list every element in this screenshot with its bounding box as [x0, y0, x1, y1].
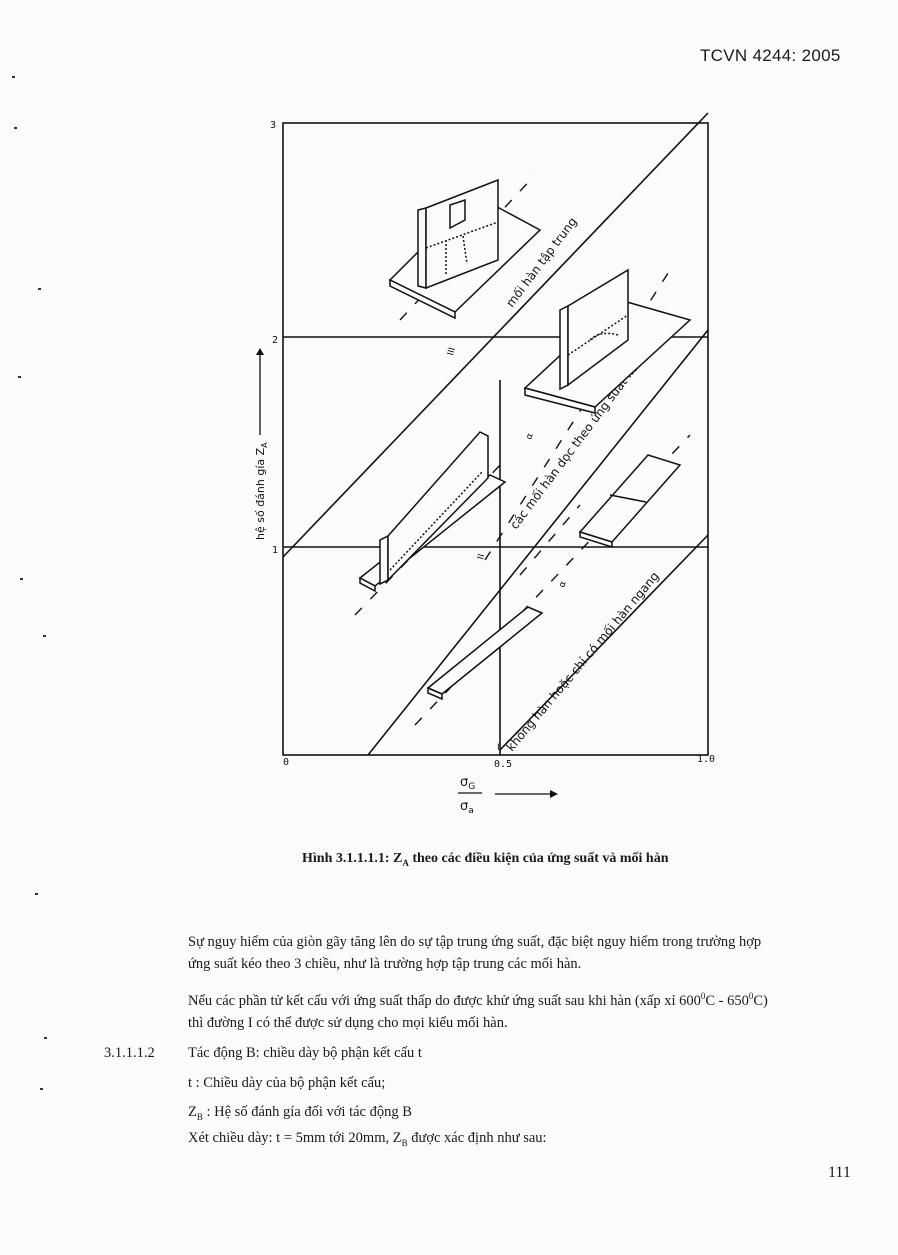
page-number: 111 [828, 1164, 851, 1181]
scan-speck [38, 288, 41, 290]
y-tick-2: 2 [272, 335, 278, 346]
document-header: TCVN 4244: 2005 [700, 46, 841, 65]
alpha-low: α [557, 580, 568, 589]
line-i [499, 534, 709, 751]
scan-speck [43, 635, 46, 637]
paragraph-2: Nếu các phần tử kết cấu với ứng suất thấ… [188, 985, 858, 1034]
line-iii [282, 112, 709, 558]
x-tick-05: 0.5 [494, 759, 512, 770]
scan-speck [35, 893, 38, 895]
scan-speck [20, 578, 23, 580]
paragraph-1-line-1: Sự nguy hiểm của giòn gãy tăng lên do sự… [188, 934, 762, 950]
section-number: 3.1.1.1.2 [104, 1045, 155, 1061]
svg-text:σa: σa [460, 799, 474, 816]
scan-speck [18, 376, 21, 378]
roman-i: I [497, 743, 500, 753]
paragraph-1: Sự nguy hiểm của giòn gãy tăng lên do sự… [188, 931, 858, 975]
y-tick-0: 0 [283, 757, 289, 768]
x-label-numerator-sub: G [468, 782, 475, 792]
scan-speck [12, 76, 15, 78]
section-title: Tác động B: chiều dày bộ phận kết cấu t [188, 1045, 422, 1061]
plot-frame [282, 122, 709, 756]
thickness-line: Xét chiều dày: t = 5mm tới 20mm, ZB được… [188, 1130, 547, 1148]
caption-sub: A [402, 857, 409, 868]
roman-ii: II [476, 553, 487, 561]
specimen-cruciform [388, 178, 542, 320]
roman-iii: III [446, 346, 458, 356]
specimen-longitudinal [358, 431, 507, 593]
svg-text:hệ số đánh gía ZA: hệ số đánh gía ZA [254, 442, 269, 540]
paragraph-1-line-2: ứng suất kéo theo 3 chiều, như là trường… [188, 956, 582, 972]
caption-rest: theo các điều kiện của ứng suất và mối h… [408, 851, 669, 866]
x-label-denominator: σ [460, 799, 468, 814]
x-label-numerator: σ [460, 775, 468, 790]
paragraph-2-line-1: Nếu các phần tử kết cấu với ứng suất thấ… [188, 991, 768, 1009]
scan-speck [40, 1088, 43, 1090]
y-axis-label: hệ số đánh gía Z [254, 447, 267, 540]
definition-t: t : Chiều dày của bộ phận kết cấu; [188, 1075, 386, 1091]
figure-za-diagram: 3 2 1 0 0.5 1.0 hệ số đánh gía ZA σG σa … [254, 112, 715, 816]
y-tick-3: 3 [270, 120, 276, 131]
label-no-welds: không hàn hoặc chỉ có mối hàn ngang [504, 569, 662, 754]
paragraph-2-line-2: thì đường I có thể được sử dụng cho mọi … [188, 1014, 508, 1031]
specimen-plain-plate [426, 606, 544, 701]
definition-zb: ZB : Hệ số đánh gía đối với tác động B [188, 1104, 412, 1122]
y-tick-1: 1 [272, 545, 278, 556]
svg-text:σG: σG [460, 775, 475, 792]
scan-speck [44, 1037, 47, 1039]
specimen-butt-plates [578, 454, 682, 549]
line-ii [367, 329, 709, 756]
y-axis-label-sub: A [260, 442, 269, 448]
figure-caption: Hình 3.1.1.1.1: ZA theo các điều kiện củ… [302, 851, 669, 868]
x-label-denominator-sub: a [468, 806, 474, 816]
x-tick-10: 1.0 [697, 754, 715, 765]
alpha-mid: α [524, 432, 535, 441]
scan-speck [14, 127, 17, 129]
caption-prefix: Hình 3.1.1.1.1: Z [302, 851, 403, 866]
specimen-t-joint [523, 268, 692, 414]
